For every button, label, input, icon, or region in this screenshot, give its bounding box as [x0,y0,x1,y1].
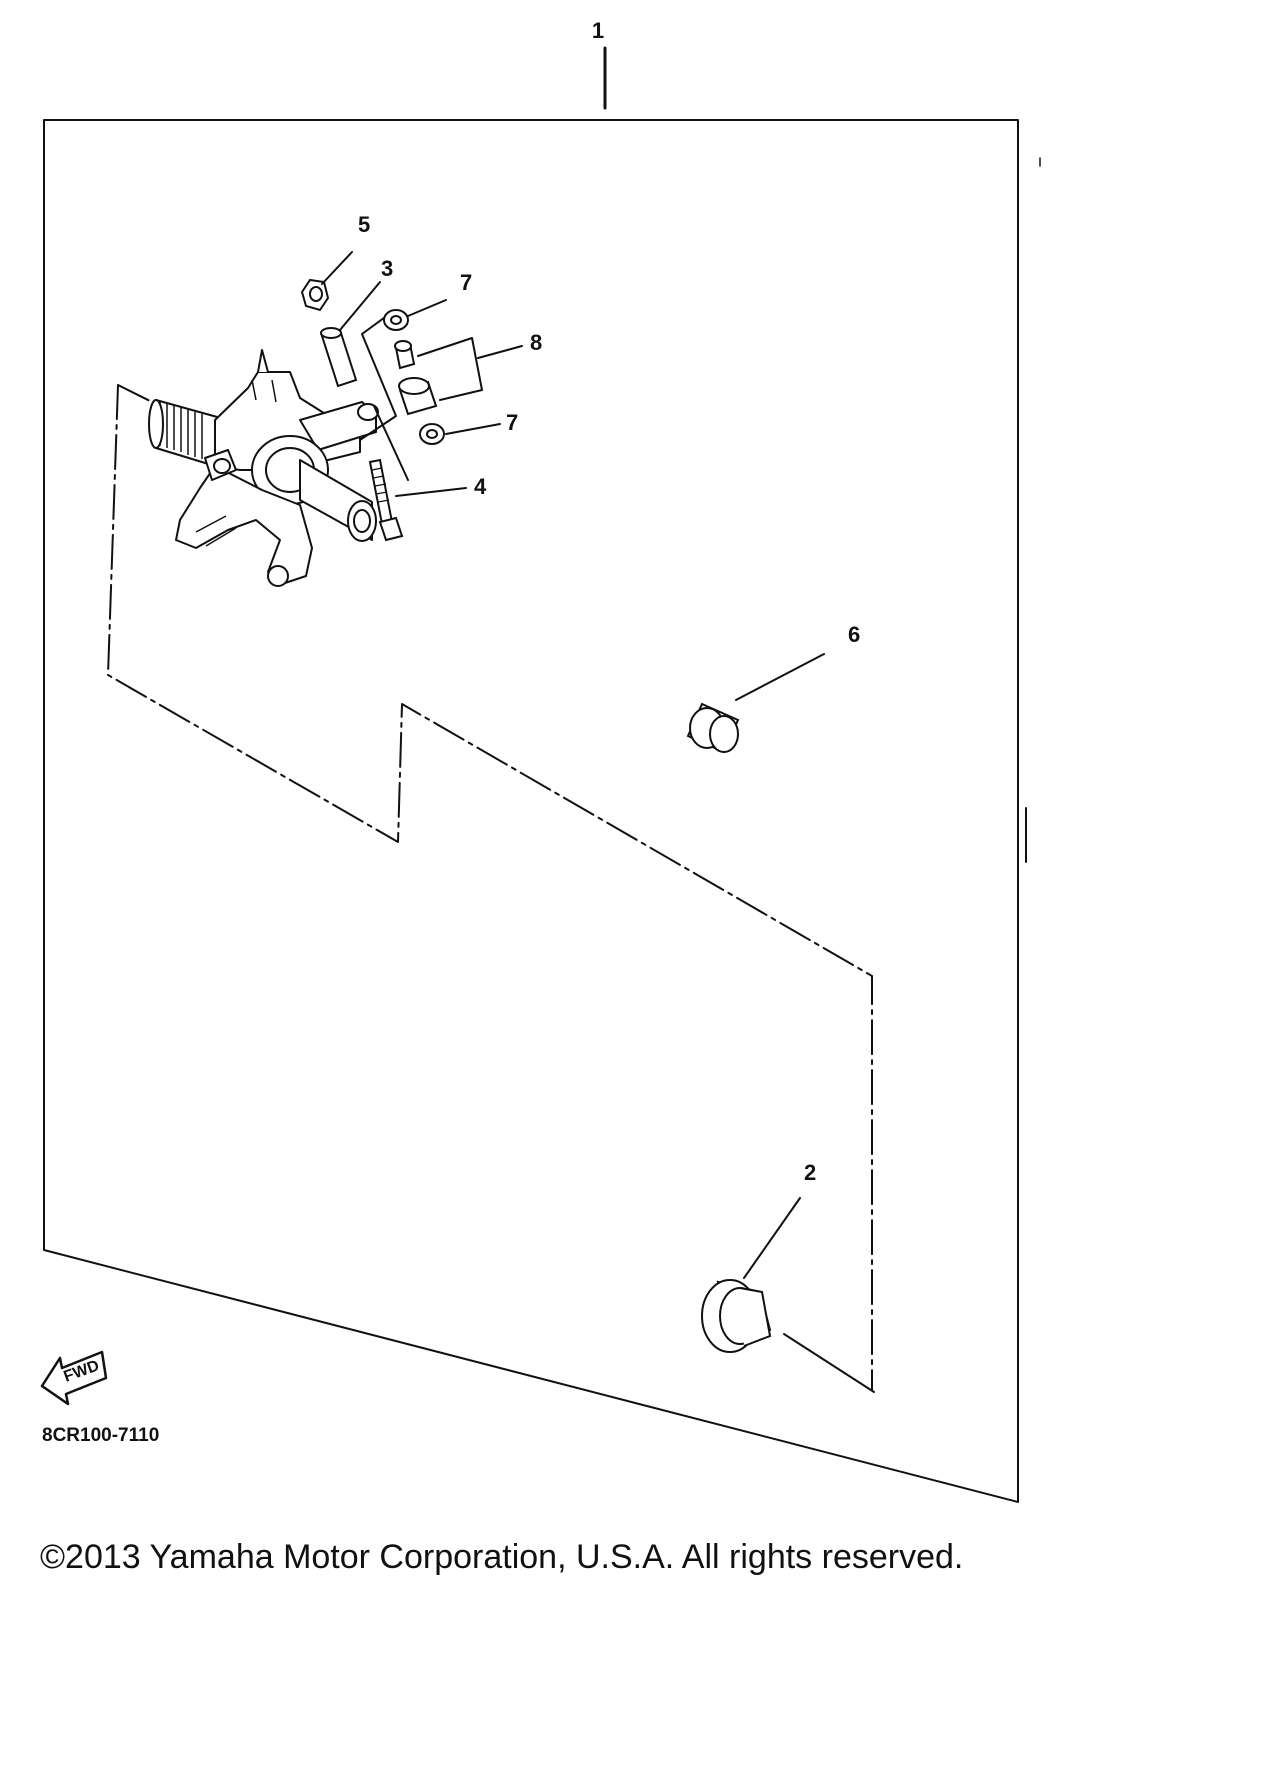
callout-7-upper: 7 [460,270,472,295]
part-7-washer-upper [383,309,409,331]
leader-7-upper [407,299,447,317]
drawing-code: 8CR100-7110 [42,1425,159,1446]
leader-6 [735,653,825,701]
part-7-washer-lower [419,423,445,445]
bracket-line-2 [373,405,409,481]
callout-2: 2 [804,1160,816,1185]
callout-7-lower: 7 [506,410,518,435]
forward-arrow-icon: FWD [40,1350,108,1406]
leader-8 [417,337,483,401]
leader-3 [339,281,381,331]
leader-5 [321,251,353,285]
part-5-nut [300,278,330,312]
callout-3: 3 [381,256,393,281]
leader-2-tail [783,1333,875,1393]
bracket-line [359,311,397,441]
callout-5: 5 [358,212,370,237]
leader-7-lower [445,423,501,435]
callout-1: 1 [592,18,604,43]
lower-unit-housing [148,349,379,587]
part-2-seal [701,1279,772,1353]
assembly-frame [43,119,1019,1503]
callout-4: 4 [474,474,487,499]
part-8-bushings [394,340,438,416]
part-4-bolt [368,458,404,542]
leader-4 [395,487,467,497]
callout-8: 8 [530,330,542,355]
part-3-pin [320,327,358,388]
leader-2 [743,1197,801,1279]
copyright-notice: ©2013 Yamaha Motor Corporation, U.S.A. A… [40,1538,964,1576]
callout-6: 6 [848,622,860,647]
part-6-sleeve [686,702,740,754]
inner-boundary [107,384,873,1391]
leader-8-tail [477,345,523,359]
